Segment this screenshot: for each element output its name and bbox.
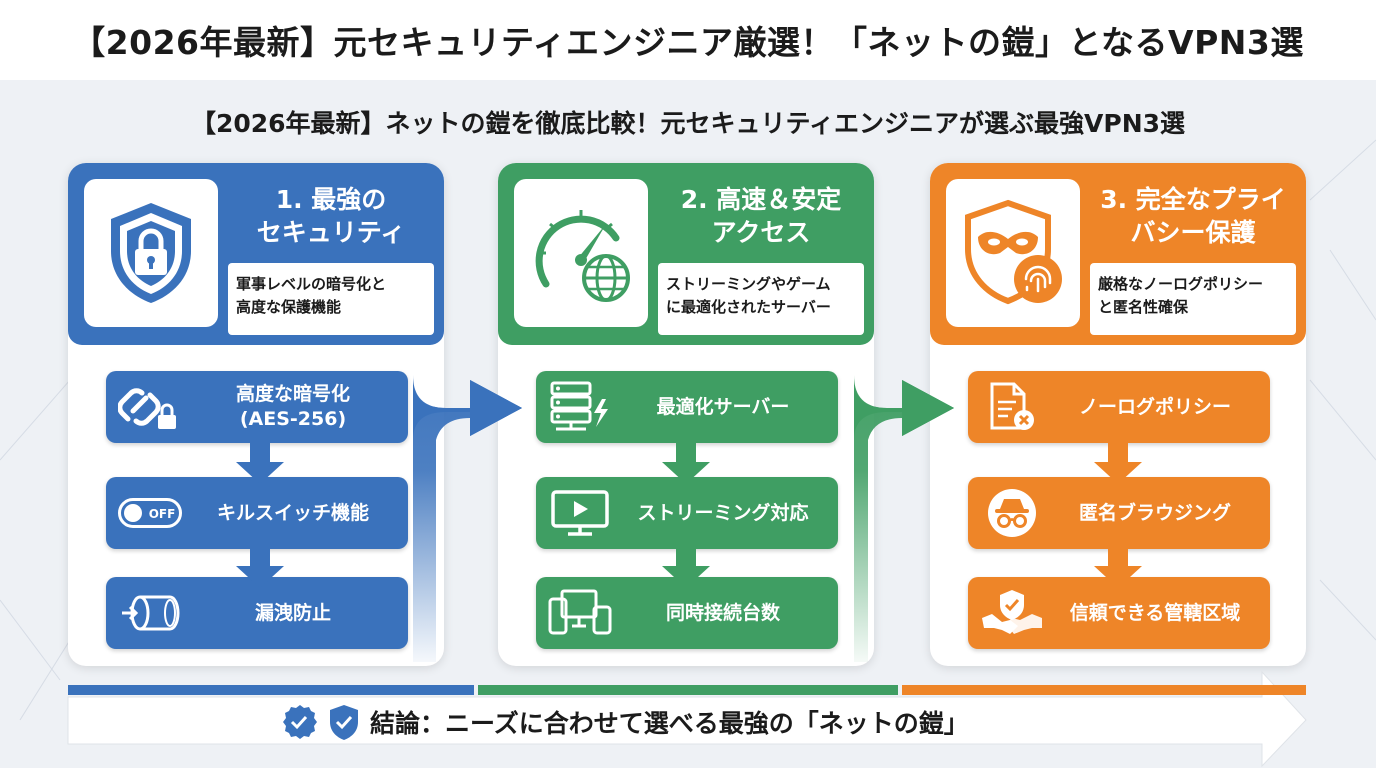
icon-box (84, 179, 218, 327)
feature-card-jurisdiction: 信頼できる管轄区域 (968, 577, 1270, 649)
feature-card-leak-protection: 漏洩防止 (106, 577, 408, 649)
server-icon (550, 381, 608, 431)
speedometer-globe-icon (535, 210, 630, 302)
play-monitor-icon (551, 490, 609, 536)
feature-label: 匿名ブラウジング (1078, 501, 1231, 524)
panel-header: 1. 最強の セキュリティ 軍事レベルの暗号化と 高度な保護機能 (68, 163, 444, 345)
feature-card-anonymous-browsing: 匿名ブラウジング (968, 477, 1270, 549)
feature-label: 高度な暗号化 (AES-256) (235, 383, 350, 430)
pipe-icon (122, 595, 180, 631)
document-x-icon (990, 382, 1034, 430)
panel-title: 1. 最強の セキュリティ (256, 185, 406, 247)
feature-label: キルスイッチ機能 (216, 501, 369, 524)
conclusion-text: 結論：ニーズに合わせて選べる最強の「ネットの鎧」 (370, 709, 969, 738)
devices-icon (548, 589, 612, 635)
feature-label: 最適化サーバー (656, 395, 790, 418)
svg-text:OFF: OFF (149, 507, 176, 521)
shield-lock-icon (111, 203, 191, 303)
page-title: 【2026年最新】元セキュリティエンジニア厳選！「ネットの鎧」となるVPN3選 (72, 23, 1304, 62)
feature-label: 漏洩防止 (254, 601, 331, 624)
panel-header: 2. 高速＆安定 アクセス ストリーミングやゲーム に最適化されたサーバー (498, 163, 874, 345)
feature-label: 信頼できる管轄区域 (1069, 601, 1241, 624)
incognito-icon (988, 489, 1036, 537)
feature-card-optimized-server: 最適化サーバー (536, 371, 838, 443)
panel-title: 3. 完全なプライ バシー保護 (1100, 185, 1286, 247)
color-bar-blue (68, 685, 474, 695)
panel-description: ストリーミングやゲーム に最適化されたサーバー (658, 263, 864, 335)
off-toggle-icon: OFF (118, 498, 182, 528)
icon-box (946, 179, 1080, 327)
panel-speed: 2. 高速＆安定 アクセス ストリーミングやゲーム に最適化されたサーバー (498, 163, 874, 666)
title-bar: 【2026年最新】元セキュリティエンジニア厳選！「ネットの鎧」となるVPN3選 (0, 0, 1376, 80)
feature-label: ノーログポリシー (1078, 395, 1231, 418)
color-bar-orange (902, 685, 1306, 695)
background-lines (0, 139, 1376, 721)
feature-card-simultaneous: 同時接続台数 (536, 577, 838, 649)
panel-privacy: 3. 完全なプライ バシー保護 厳格なノーログポリシー と匿名性確保 ノーログポ… (930, 163, 1306, 666)
chain-lock-icon (118, 388, 176, 429)
mask-fingerprint-icon (965, 199, 1062, 305)
panel-title: 2. 高速＆安定 アクセス (680, 185, 842, 247)
color-bar-green (478, 685, 898, 695)
feature-label: ストリーミング対応 (637, 501, 809, 524)
feature-card-encryption: 高度な暗号化 (AES-256) (106, 371, 408, 443)
panel-description: 軍事レベルの暗号化と 高度な保護機能 (228, 263, 434, 335)
icon-box (514, 179, 648, 327)
feature-label: 同時接続台数 (665, 601, 780, 624)
feature-card-kill-switch: OFF キルスイッチ機能 (106, 477, 408, 549)
panel-security: 1. 最強の セキュリティ 軍事レベルの暗号化と 高度な保護機能 高度な暗号化 (68, 163, 444, 666)
feature-card-no-log: ノーログポリシー (968, 371, 1270, 443)
panel-header: 3. 完全なプライ バシー保護 厳格なノーログポリシー と匿名性確保 (930, 163, 1306, 345)
handshake-shield-icon (982, 590, 1042, 634)
panel-description: 厳格なノーログポリシー と匿名性確保 (1090, 263, 1296, 335)
feature-card-streaming: ストリーミング対応 (536, 477, 838, 549)
subtitle: 【2026年最新】ネットの鎧を徹底比較！元セキュリティエンジニアが選ぶ最強VPN… (190, 109, 1186, 138)
